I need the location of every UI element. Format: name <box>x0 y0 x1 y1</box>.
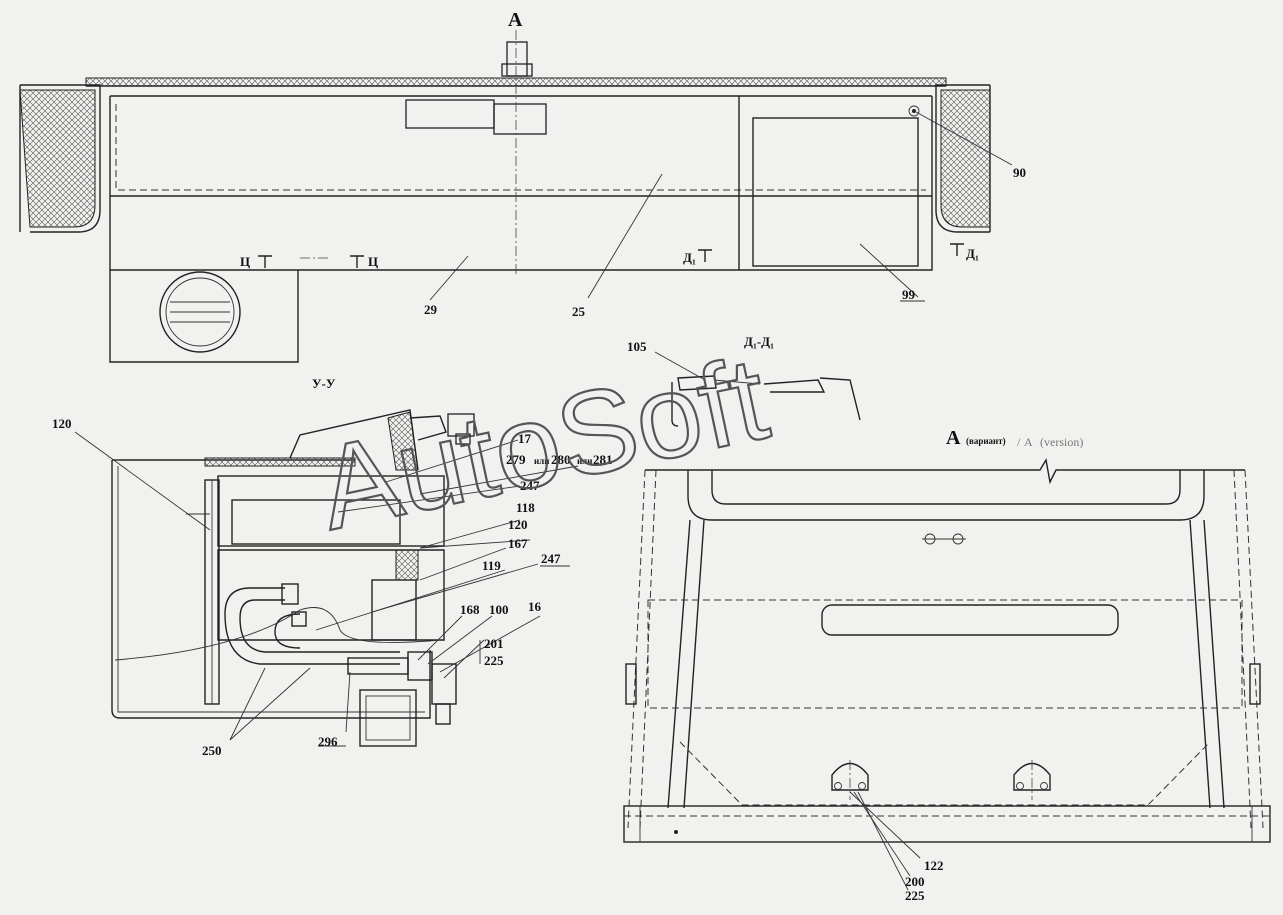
top-view <box>19 30 1013 363</box>
callout-280: 280 <box>551 452 571 467</box>
callout-296: 296 <box>318 734 338 749</box>
callout-247-mid: 247 <box>541 551 561 566</box>
variant-qualifier: (вариант) <box>966 436 1006 446</box>
callout-247-top: 247 <box>520 478 540 493</box>
section-u-title: У-У <box>312 376 336 391</box>
variant-en-letter: А <box>1024 435 1033 449</box>
callout-or-2: или <box>577 456 592 466</box>
callout-100: 100 <box>489 602 509 617</box>
callout-119: 119 <box>482 558 501 573</box>
callout-16: 16 <box>528 599 542 614</box>
variant-en: (version) <box>1040 435 1083 449</box>
callout-167: 167 <box>508 536 528 551</box>
callout-90: 90 <box>1013 165 1026 180</box>
callout-201: 201 <box>484 636 504 651</box>
callout-29: 29 <box>424 302 438 317</box>
variant-a-view <box>623 458 1271 891</box>
callout-99: 99 <box>902 287 916 302</box>
watermark: AutoSoft <box>308 332 778 555</box>
callout-279: 279 <box>506 452 526 467</box>
section-d1-view <box>654 351 861 427</box>
section-mark-d1-right: Д₁ <box>966 246 979 261</box>
callout-250: 250 <box>202 743 222 758</box>
section-mark-d1-left: Д₁ <box>683 250 696 265</box>
callout-225-left: 225 <box>484 653 504 668</box>
callout-120-top: 120 <box>52 416 72 431</box>
view-a-title: А <box>508 9 523 31</box>
section-d1-title: Д₁-Д₁ <box>744 334 774 349</box>
callout-or-1: или <box>534 456 549 466</box>
callout-118: 118 <box>516 500 535 515</box>
variant-title-letter: А <box>946 427 961 449</box>
callout-105: 105 <box>627 339 647 354</box>
callout-281: 281 <box>593 452 613 467</box>
callout-225-bottom: 225 <box>905 888 925 903</box>
callout-120-mid: 120 <box>508 517 528 532</box>
callout-200: 200 <box>905 874 925 889</box>
callout-17: 17 <box>518 431 532 446</box>
variant-slash: / <box>1017 435 1021 449</box>
callout-168: 168 <box>460 602 480 617</box>
section-mark-ts-right: Ц <box>368 254 378 269</box>
callout-25: 25 <box>572 304 586 319</box>
callout-122: 122 <box>924 858 944 873</box>
section-u-view <box>74 409 579 747</box>
section-mark-ts-left: Ц <box>240 254 250 269</box>
